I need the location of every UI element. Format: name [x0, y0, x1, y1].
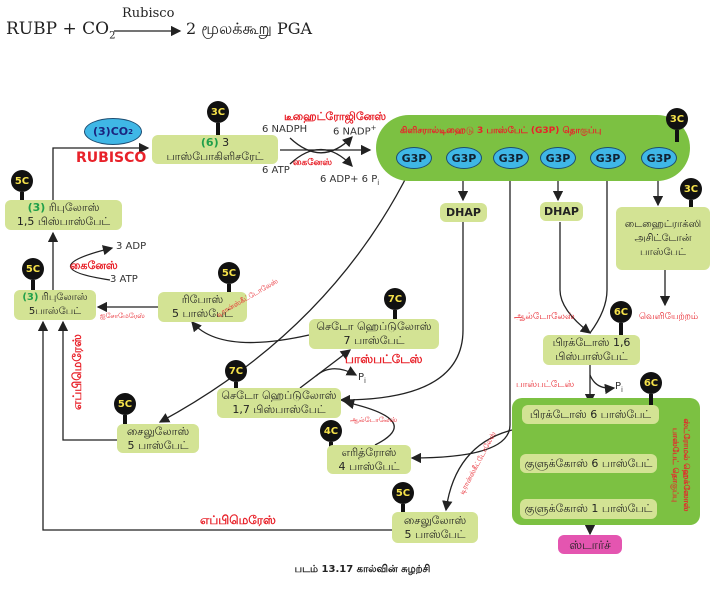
- adp-label: 6 ADP+ 6 Pi: [320, 174, 380, 187]
- box-glucose-1-phosphate: குளுக்கோஸ் 1 பாஸ்பேட்: [520, 499, 657, 519]
- nadph-label: 6 NADPH: [262, 124, 308, 135]
- kinase-label-2: கைனேஸ்: [70, 259, 118, 272]
- arrow-s7p-to-r5p: [191, 321, 310, 344]
- g3p-item: G3P: [493, 147, 529, 169]
- atp-3-label: 3 ATP: [110, 274, 138, 285]
- arrow-g3p-to-f16bp: [589, 170, 608, 334]
- arrow-g3p-to-e4p: [410, 170, 511, 464]
- rubisco-label: RUBISCO: [76, 150, 147, 166]
- epimerase-label-2: எப்பிமெரேஸ்: [200, 513, 276, 527]
- kinase-label: கைனேஸ்: [293, 158, 333, 168]
- box-sedoheptulose-7-phosphate: செடோ ஹெப்டுலோஸ்7 பாஸ்பேட்: [309, 319, 439, 349]
- box-dhap: DHAP: [440, 203, 487, 222]
- arrow-rubp-to-pga: [52, 142, 150, 200]
- box-glucose-6-phosphate: குளுக்கோஸ் 6 பாஸ்பேட்: [520, 454, 657, 473]
- equation-lhs: RUBP + CO2: [6, 19, 116, 42]
- box-fructose-6-phosphate: பிரக்டோஸ் 6 பாஸ்பேட்: [522, 405, 659, 424]
- phosphatase-label-2: பாஸ்பட்டேஸ்: [516, 380, 575, 390]
- box-ribulose-bisphosphate: (3) ரிபுலோஸ்1,5 பிஸ்பாஸ்பேட்: [5, 200, 122, 230]
- arrow-pi-release: [315, 366, 358, 377]
- arrow-pi2-release: [589, 374, 616, 395]
- box-ribose-5-phosphate: ரிபோஸ்5 பாஸ்பேட்: [158, 292, 247, 322]
- carbon-marker-rubp: 5C: [11, 170, 33, 204]
- hexose-pool-title: ஸ்ட்ரோமல் ஹெக்ஸோஸ் பாஸ்பேட் தொகுப்பு: [671, 418, 691, 512]
- g3p-item: G3P: [590, 147, 626, 169]
- arrow-g3p-to-xu5p: [158, 169, 411, 423]
- pi-label-2: Pi: [615, 381, 623, 394]
- aldolase-label-1: ஆல்டோலேஸ்: [350, 416, 398, 424]
- arrow-hexose-to-xu5p: [442, 429, 513, 512]
- export-label: வெளியேற்றம்: [639, 312, 699, 322]
- carbon-marker-pga: 3C: [207, 101, 229, 135]
- box-dhap: DHAP: [540, 202, 583, 221]
- carbon-marker-hexose: 6C: [640, 372, 662, 406]
- carbon-marker-r5p: 5C: [218, 262, 240, 296]
- atp-label: 6 ATP: [262, 165, 290, 176]
- isomerase-label: ஐசோமேரேஸ்: [100, 312, 145, 320]
- box-xylulose-5-phosphate: சைலுலோஸ்5 பாஸ்பேட்: [117, 424, 199, 453]
- arrow-s17bp-to-s7p: [299, 349, 352, 389]
- carbon-marker-g3p: 3C: [666, 108, 688, 142]
- arrow-atp: [289, 148, 353, 167]
- phosphatase-label-1: பாஸ்பட்டேஸ்: [345, 352, 423, 366]
- g3p-item: G3P: [641, 147, 677, 169]
- equation-enzyme: Rubisco: [122, 6, 175, 21]
- aldolase-label-2: ஆல்டோலேஸ்: [514, 312, 575, 322]
- box-ribulose-5-phosphate: (3) ரிபுலோஸ்5பாஸ்பேட்: [14, 290, 96, 320]
- box-dihydroxyacetone-phosphate: டைஹைட்ராக்ஸிஅசிட்டோன்பாஸ்பேட்: [616, 207, 710, 270]
- box-erythrose-4-phosphate: எரித்ரோஸ்4 பாஸ்பேட்: [327, 445, 411, 474]
- arrow-nadph: [289, 136, 353, 154]
- carbon-marker-xu5p-2: 5C: [392, 482, 414, 516]
- nadp-label: 6 NADP+: [333, 124, 377, 138]
- carbon-marker-ru5p: 5C: [22, 258, 44, 292]
- carbon-marker-xu5p: 5C: [114, 393, 136, 427]
- g3p-item: G3P: [396, 147, 432, 169]
- equation-rhs: 2 மூலக்கூறு PGA: [186, 19, 313, 38]
- pi-label-1: Pi: [358, 372, 366, 385]
- g3p-item: G3P: [540, 147, 576, 169]
- g3p-pool-title: கிளிசரால்டிஹைடு 3 பாஸ்பேட் (G3P) தொகுப்ப…: [400, 126, 602, 136]
- carbon-marker-s7p: 7C: [384, 288, 406, 322]
- box-sedoheptulose-bisphosphate: செடோ ஹெப்டுலோஸ்1,7 பிஸ்பாஸ்பேட்: [217, 388, 341, 418]
- g3p-item: G3P: [446, 147, 482, 169]
- arrow-e4p-to-s17bp: [343, 398, 395, 446]
- dehydrogenase-label: டீஹைட்ரோஜினேஸ்: [284, 110, 387, 123]
- carbon-marker-f16bp: 6C: [610, 301, 632, 335]
- box-xylulose-5-phosphate-2: சைலுலோஸ்5 பாஸ்பேட்: [392, 512, 478, 543]
- epimerase-label-1: எப்பிமெரேஸ்: [70, 334, 84, 410]
- arrow-xu5p2-to-ru5p: [37, 320, 392, 531]
- carbon-marker-dhap: 3C: [680, 178, 702, 212]
- box-starch: ஸ்டார்ச்: [558, 535, 622, 554]
- arrow-xu5p-to-ru5p: [57, 320, 117, 441]
- arrow-kinase-loop: [70, 245, 114, 281]
- arrow-dhap2-to-f16bp: [559, 222, 592, 334]
- g3p-pool: [376, 115, 690, 181]
- adp-3-label: 3 ADP: [116, 241, 147, 252]
- arrow-dhap-to-s17bp: [339, 222, 464, 406]
- figure-caption: படம் 13.17 கால்வின் சுழற்சி: [294, 564, 431, 575]
